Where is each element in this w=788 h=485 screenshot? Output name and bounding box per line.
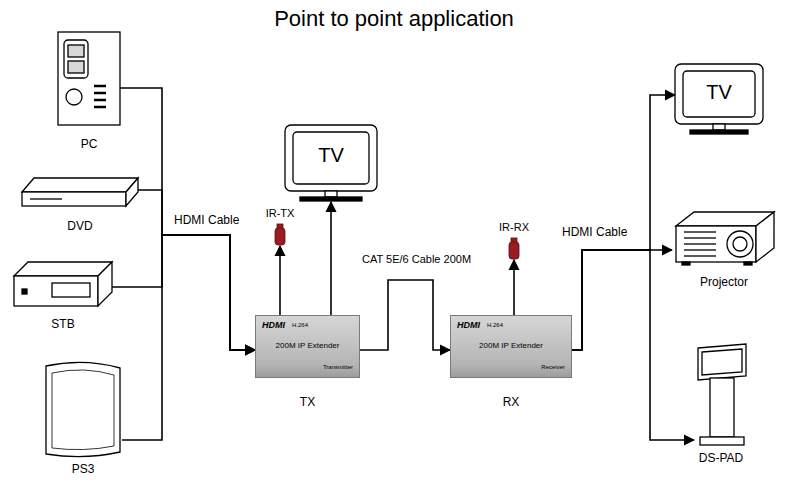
cable-label: HDMI Cable	[560, 226, 629, 240]
node-text: Projector	[700, 276, 748, 290]
node-text: TX	[300, 396, 315, 410]
node-text: PS3	[72, 463, 95, 477]
tv-display: TV	[675, 64, 763, 136]
cable-connector	[572, 250, 694, 440]
node-text: DS-PAD	[699, 452, 743, 466]
extender-box: HDMIH.264200M IP ExtenderTransmitterTX	[255, 315, 360, 378]
ds-pad-device: DS-PAD	[694, 343, 748, 447]
ir-emitter: IR-TX	[274, 224, 286, 246]
node-text: STB	[51, 318, 74, 332]
ps3-device: PS3	[44, 362, 122, 456]
node-text: IR-TX	[266, 207, 295, 220]
node-text: IR-RX	[499, 221, 529, 234]
ir-receiver: IR-RX	[508, 238, 520, 260]
edge-label: CAT 5E/6 Cable 200M	[360, 253, 473, 266]
cable-label: HDMI Cable	[172, 214, 241, 228]
dvd-device: DVD	[22, 176, 138, 208]
node-text: Receiver	[541, 364, 565, 371]
node-text: 200M IP Extender	[479, 341, 543, 350]
node-text: TV	[318, 144, 344, 167]
cable-connector	[120, 88, 255, 350]
cable-connector	[138, 190, 255, 350]
node-text: DVD	[67, 220, 92, 234]
cable-connector	[330, 202, 332, 315]
node-text: HDMI	[457, 320, 480, 330]
projector-device: Projector	[672, 208, 776, 266]
node-text: 200M IP Extender	[276, 341, 340, 350]
cable-connector	[122, 235, 255, 440]
stb-device: STB	[14, 260, 112, 308]
node-text: RX	[503, 396, 520, 410]
node-text: H.264	[292, 322, 308, 329]
node-text: TV	[706, 81, 732, 104]
cable-connector	[360, 280, 450, 350]
node-text: H.264	[487, 322, 503, 329]
cable-connector	[279, 246, 281, 315]
extender-box: HDMIH.264200M IP ExtenderReceiverRX	[450, 315, 572, 378]
node-text: HDMI	[262, 320, 285, 330]
pc-device: PC	[58, 32, 120, 125]
node-text: Transmitter	[323, 364, 353, 371]
diagram-title: Point to point application	[274, 6, 514, 31]
tv-display: TV	[285, 125, 377, 202]
cable-connector	[572, 250, 672, 350]
cable-connector	[513, 260, 515, 315]
cable-connector	[572, 95, 675, 350]
node-text: PC	[81, 138, 98, 152]
cable-connector	[112, 235, 255, 350]
